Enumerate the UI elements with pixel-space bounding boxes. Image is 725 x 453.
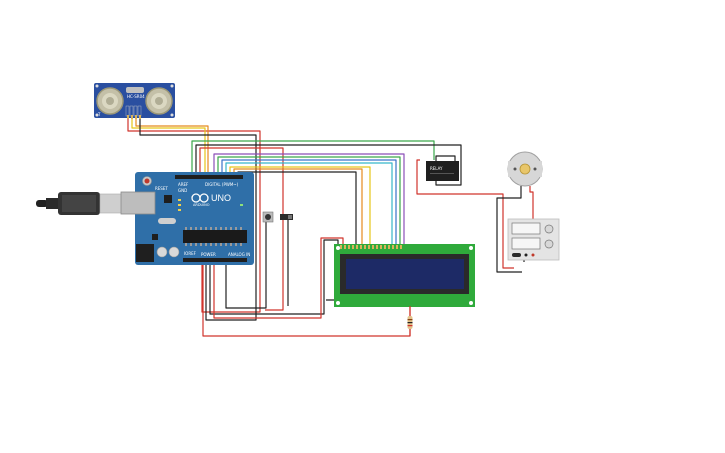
ultrasonic-transducer-left xyxy=(96,87,124,115)
wire-lcd-d6[interactable] xyxy=(217,156,401,244)
arduino-model: UNO xyxy=(211,193,231,203)
lcd-header-pins xyxy=(340,245,402,249)
usb-cable[interactable] xyxy=(36,192,125,215)
wire-relay-motor[interactable] xyxy=(416,159,514,269)
relay-label: RELAY xyxy=(430,166,443,171)
wire-motor-power[interactable] xyxy=(496,186,522,273)
power-label: POWER xyxy=(201,252,216,257)
power-analog-header xyxy=(183,258,247,262)
resistor[interactable] xyxy=(407,306,413,336)
wire-green-top[interactable] xyxy=(191,140,435,178)
wire-sensor-gnd[interactable] xyxy=(139,118,257,321)
lcd-display[interactable] xyxy=(334,244,475,307)
wire-lcd-vcc[interactable] xyxy=(213,237,344,319)
wire-lcd-d5[interactable] xyxy=(221,159,397,244)
wire-sensor-echo[interactable] xyxy=(135,118,209,178)
capacitor-right xyxy=(168,246,180,258)
dc-motor[interactable] xyxy=(507,151,543,187)
power-jack xyxy=(136,244,154,262)
digital-header xyxy=(175,175,243,179)
arduino-logo: ARDUINO UNO xyxy=(191,193,231,207)
capacitor-left xyxy=(156,246,168,258)
crystal xyxy=(158,218,176,224)
arduino-uno[interactable]: ARDUINO UNO DIGITAL (PWM~) POWER ANALOG … xyxy=(120,172,254,265)
relay[interactable]: RELAY xyxy=(426,161,459,181)
gnd-label: GND xyxy=(178,188,187,193)
aref-label: AREF xyxy=(178,182,189,187)
sensor-pins xyxy=(127,115,141,119)
slide-switch[interactable] xyxy=(280,214,293,220)
wire-red-top[interactable] xyxy=(199,147,284,311)
wire-lcd-d4[interactable] xyxy=(225,162,393,244)
wire-lcd-d7[interactable] xyxy=(213,153,405,244)
sensor-model-label: HC-SR04 xyxy=(127,94,145,99)
ioref-label: IOREF xyxy=(184,251,197,256)
analog-label: ANALOG IN xyxy=(228,252,250,257)
arduino-brand: ARDUINO xyxy=(193,203,210,207)
usb-port xyxy=(120,191,156,215)
power-supply[interactable] xyxy=(507,218,560,261)
lcd-screen xyxy=(346,259,464,289)
reset-label: RESET xyxy=(155,186,168,191)
wire-sensor-trig[interactable] xyxy=(131,118,206,178)
wire-button-signal[interactable] xyxy=(225,220,267,309)
atmega-chip xyxy=(183,230,247,243)
digital-pins-label: DIGITAL (PWM~) xyxy=(205,182,239,187)
wire-sensor-vcc[interactable] xyxy=(127,118,261,313)
wire-lcd-gnd[interactable] xyxy=(209,239,339,315)
ultrasonic-transducer-right xyxy=(145,87,173,115)
sensor-corner-label: T xyxy=(97,112,101,117)
ultrasonic-sensor[interactable]: HC-SR04 T xyxy=(94,83,175,119)
wire-black-top[interactable] xyxy=(195,144,462,186)
crystal-oscillator xyxy=(126,87,144,93)
push-button[interactable] xyxy=(262,211,274,223)
